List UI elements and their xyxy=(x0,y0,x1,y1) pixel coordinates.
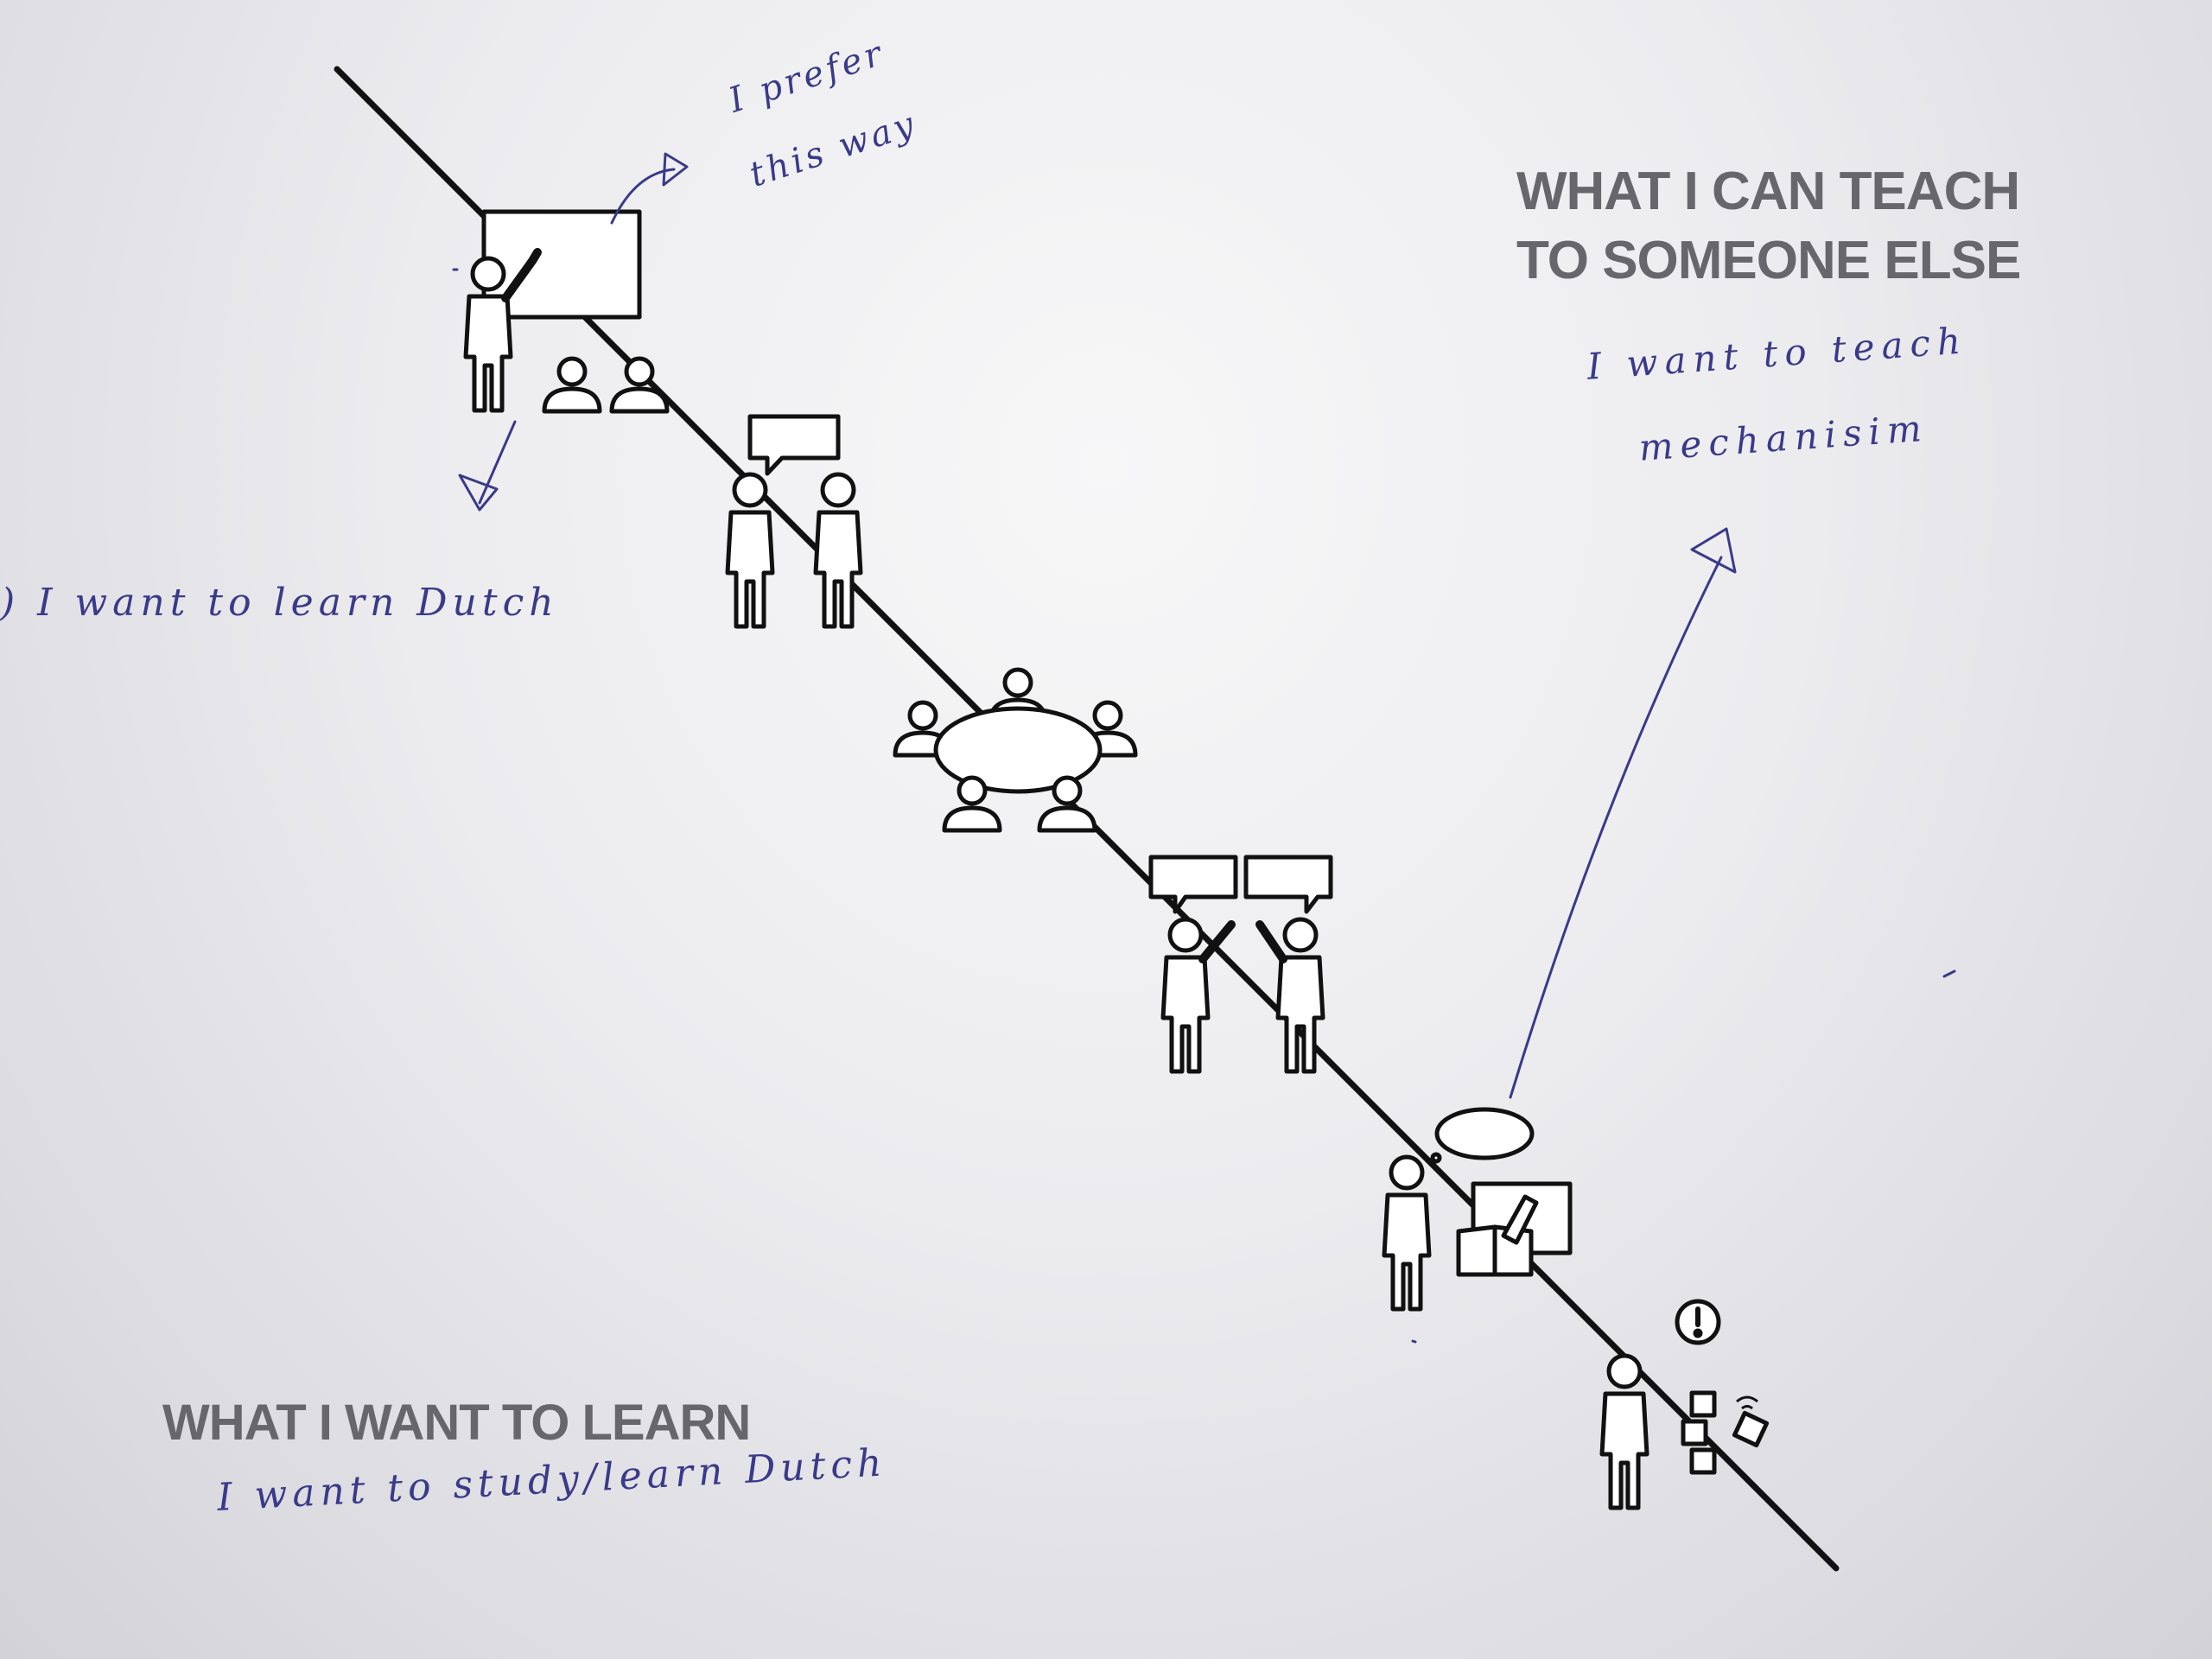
teach-heading-line-2: TO SOMEONE ELSE xyxy=(1516,231,2021,290)
round-table-group-icon xyxy=(895,670,1135,830)
pen-mark xyxy=(1411,1339,1417,1344)
arrow-teach-icon xyxy=(1509,527,1737,1099)
arrow-prefer-icon xyxy=(610,152,689,225)
self-study-icon xyxy=(1384,1107,1573,1309)
hands-on-practice-icon xyxy=(1602,1299,1770,1508)
arrow-down-icon xyxy=(458,420,517,512)
conversation-pair-icon xyxy=(728,414,861,626)
lecture-presenter-icon xyxy=(466,209,667,411)
teach-heading: WHAT I CAN TEACH TO SOMEONE ELSE xyxy=(1516,157,2021,296)
discussion-pair-icon xyxy=(1148,855,1333,1071)
teach-heading-line-1: WHAT I CAN TEACH xyxy=(1516,162,2020,221)
note-learn-dutch-top: ) I want to learn Dutch xyxy=(0,581,559,625)
pen-mark xyxy=(1942,969,1956,978)
learn-heading: WHAT I WANT TO LEARN xyxy=(162,1395,751,1451)
